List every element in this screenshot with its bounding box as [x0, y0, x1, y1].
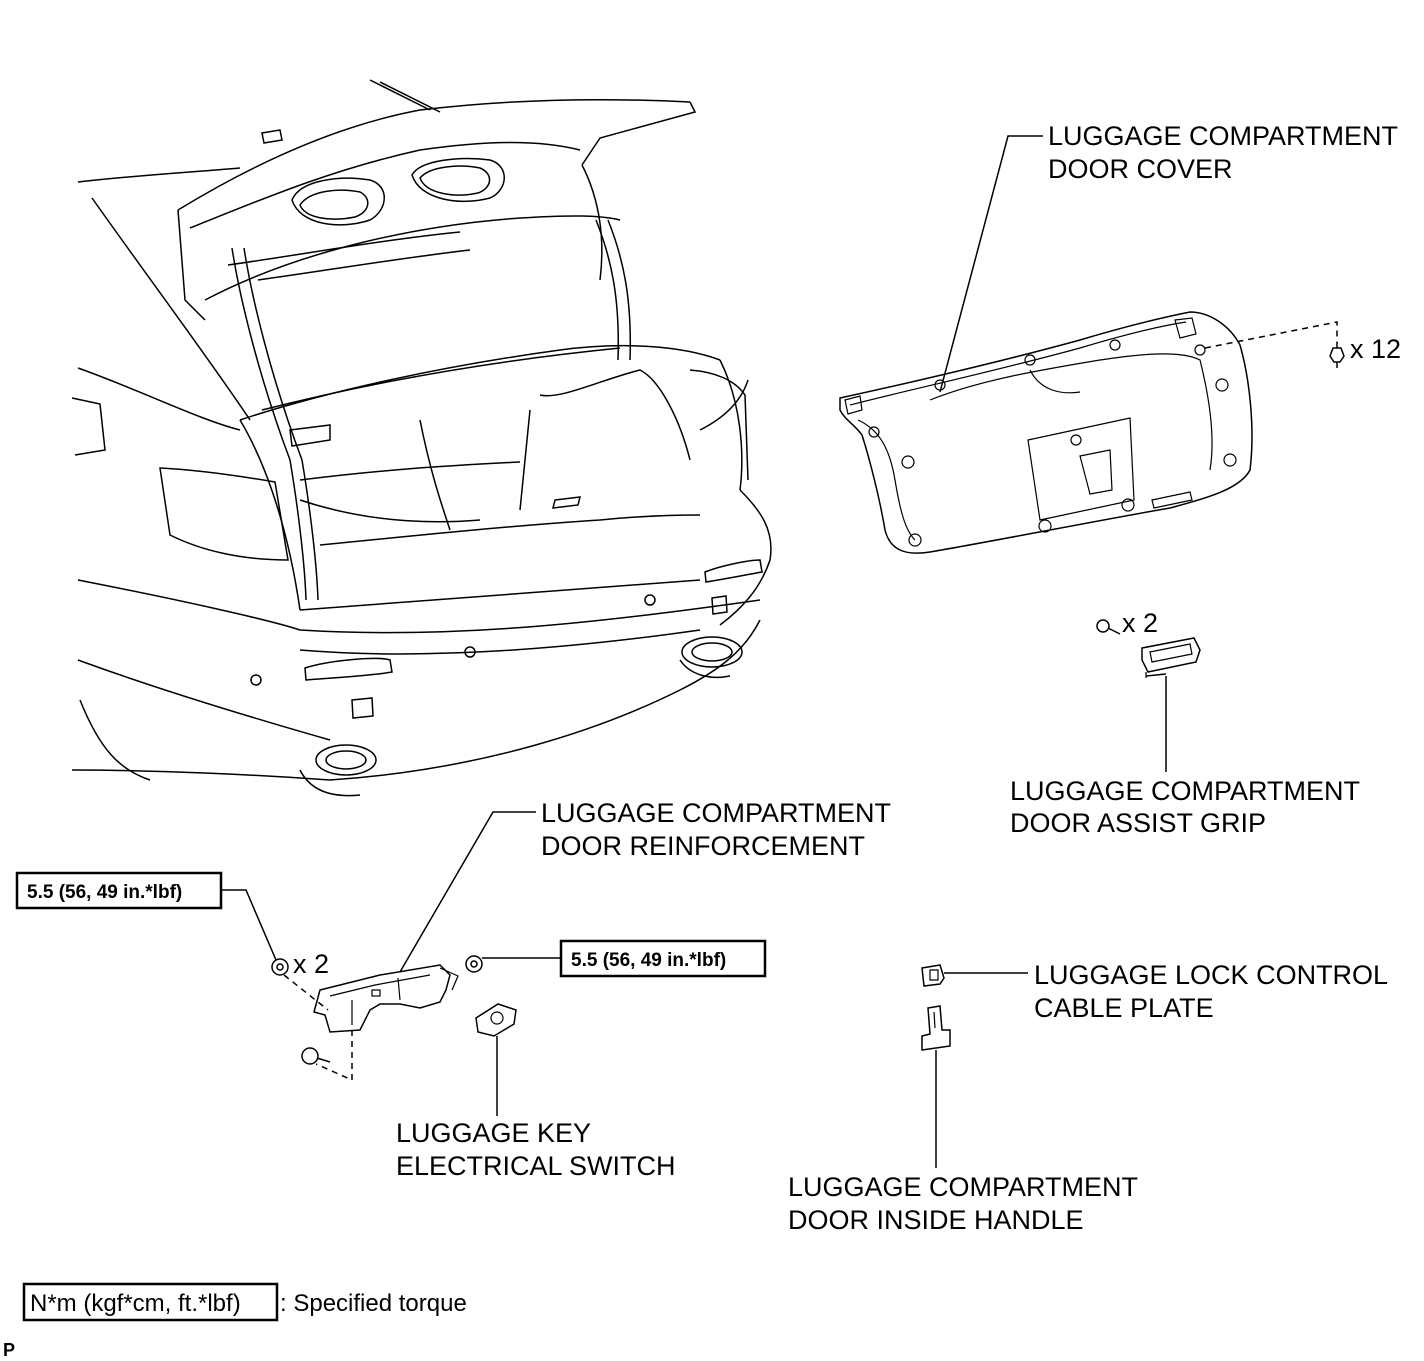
assist-grip-label-line1: LUGGAGE COMPARTMENT	[1010, 776, 1360, 806]
nut-icon	[271, 958, 289, 976]
bolt-icon	[301, 1047, 331, 1065]
inside-handle-label-line2: DOOR INSIDE HANDLE	[788, 1205, 1084, 1235]
inside-handle-label-line1: LUGGAGE COMPARTMENT	[788, 1172, 1138, 1202]
torque-box-left: 5.5 (56, 49 in.*lbf)	[15, 871, 223, 910]
vehicle-rear-illustration	[71, 79, 772, 797]
door-cover-part	[839, 311, 1338, 554]
torque-left-leader	[222, 889, 277, 961]
reinforcement-leader	[399, 811, 536, 973]
legend-description: : Specified torque	[280, 1290, 467, 1317]
reinforcement-label-line2: DOOR REINFORCEMENT	[541, 831, 865, 861]
cable-plate-label-line1: LUGGAGE LOCK CONTROL	[1034, 960, 1388, 990]
door-cover-label-line2: DOOR COVER	[1048, 154, 1233, 184]
reinforcement-label-line1: LUGGAGE COMPARTMENT	[541, 798, 891, 828]
screw-icon	[1096, 619, 1121, 635]
torque-legend: N*m (kgf*cm, ft.*lbf) : Specified torque	[22, 1282, 467, 1322]
assist-grip-label-line2: DOOR ASSIST GRIP	[1010, 808, 1266, 838]
reinforcement-nut-quantity: x 2	[293, 949, 329, 979]
assist-grip-part	[1141, 637, 1201, 678]
grip-screw-quantity: x 2	[1122, 608, 1158, 638]
clip-icon	[1329, 347, 1345, 368]
door-cover-leader	[939, 135, 1043, 393]
legend-unit-box-text: N*m (kgf*cm, ft.*lbf)	[30, 1290, 241, 1317]
corner-mark: P	[3, 1340, 15, 1360]
key-switch-label-line2: ELECTRICAL SWITCH	[396, 1151, 676, 1181]
reinforcement-nut-leader	[283, 974, 329, 1011]
cable-plate-part	[921, 964, 945, 987]
inside-handle-part	[921, 1005, 951, 1051]
torque-value-right: 5.5 (56, 49 in.*lbf)	[571, 950, 726, 971]
cable-plate-label-line2: CABLE PLATE	[1034, 993, 1214, 1023]
key-switch-part	[465, 955, 517, 1037]
clip-quantity: x 12	[1350, 334, 1401, 364]
door-cover-label-line1: LUGGAGE COMPARTMENT	[1048, 121, 1398, 151]
reinforcement-bolt-leader	[315, 1030, 353, 1082]
torque-value-left: 5.5 (56, 49 in.*lbf)	[27, 882, 182, 903]
door-reinforcement-part	[313, 964, 459, 1033]
key-switch-label-line1: LUGGAGE KEY	[396, 1118, 591, 1148]
torque-box-right: 5.5 (56, 49 in.*lbf)	[559, 939, 767, 978]
